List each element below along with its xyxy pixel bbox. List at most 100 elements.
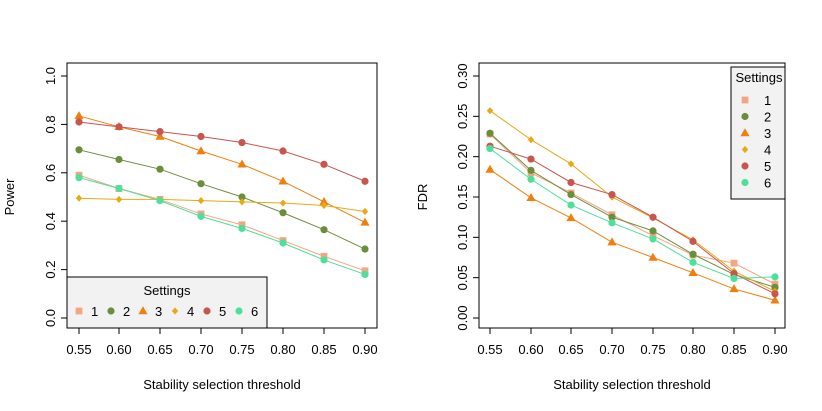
chart1-series-6-point [75,174,83,182]
chart1-x-tick-label: 0.90 [352,342,377,357]
chart1-legend-label: 3 [155,304,162,319]
chart2-legend-marker [741,96,749,104]
chart2-x-tick-label: 0.85 [721,342,746,357]
chart2-series-5-point [527,155,535,163]
chart1-series-2-line [78,149,366,250]
chart2-series-6-point [730,274,738,283]
chart1-series-4-point [279,199,287,207]
chart2-series-6-point [689,258,697,266]
chart2-series-2-point [689,250,697,258]
chart1-x-tick-label: 0.65 [147,342,172,357]
chart2-legend-label: 3 [764,126,771,141]
chart2-legend-label: 5 [764,159,771,174]
chart1-series-6-point [279,239,287,247]
chart1-series-5-line [78,121,366,182]
chart1-series-4-point [75,194,83,202]
chart1-legend-box [66,276,268,329]
chart1-x-tick-label: 0.75 [229,342,254,357]
chart2-series-2-line [489,132,776,288]
chart1-series-3-point [237,159,247,168]
chart1-series-4-point [238,198,246,206]
chart1-series-6-point [361,270,369,279]
chart1-x-tick-label: 0.80 [270,342,295,357]
chart1-series-5-point [238,138,246,147]
chart1-series-3-point [74,111,84,120]
chart1-x-axis-label: Stability selection threshold [143,377,301,392]
chart2-series-3-point [607,237,617,246]
chart2-series-2-point [527,166,535,174]
chart2-series-3-point [526,193,536,202]
chart1-legend-marker [107,307,115,315]
chart2-legend-marker [741,112,749,121]
chart2-series-5-point [689,237,697,245]
chart1-series-5-point [75,118,83,126]
chart1-series-5-point [197,132,205,141]
chart1-legend-label: 5 [219,304,226,319]
chart1-series-6-point [115,184,123,193]
chart2-legend-marker [740,128,750,137]
chart2-legend-label: 1 [764,93,771,108]
chart1-y-axis-label: Power [2,178,17,216]
chart2-x-tick-label: 0.75 [640,342,665,357]
chart1-series-2-point [197,180,205,188]
chart1-legend-label: 1 [91,304,98,319]
chart2-series-6-point [486,145,494,153]
chart1-y-tick-label: 0.6 [43,164,58,182]
chart1-x-tick-label: 0.70 [188,342,213,357]
chart1-y-tick-label: 0.4 [43,212,58,230]
chart1-series-4-point [320,201,328,210]
chart2-legend-marker [741,178,749,187]
chart2-series-6-point [608,219,616,227]
chart1-series-3-point [319,197,329,206]
chart2-series-6-point [649,235,657,243]
chart1-legend-marker [171,307,179,315]
chart1-series-2-point [75,146,83,154]
chart1-series-2-point [320,226,328,234]
chart1-series-6-point [197,212,205,220]
chart1-legend-title: Settings [144,283,191,298]
chart2-series-4-point [486,107,494,115]
chart1-series-2-point [238,193,246,201]
chart2-series-3-point [648,252,658,261]
chart2-legend-label: 2 [764,110,771,125]
chart1-series-4-line [78,197,366,213]
chart1-x-tick-label: 0.85 [311,342,336,357]
chart2-series-6-point [527,175,535,183]
chart1-series-1-point [320,252,328,260]
chart1-series-4-point [197,197,205,205]
chart1-y-tick-label: 0.8 [43,115,58,133]
chart2-series-2-point [771,283,779,291]
chart2-y-tick-label: 0.20 [455,144,470,169]
chart2-y-axis-label: FDR [415,184,430,211]
chart1-series-6-point [156,197,164,205]
chart1-series-1-point [361,267,369,275]
chart2-x-tick-label: 0.65 [558,342,583,357]
chart2-series-3-point [566,213,576,222]
chart1-series-4-point [361,207,369,216]
chart1-y-tick-label: 0.0 [43,309,58,327]
chart1-y-tick-label: 0.2 [43,261,58,279]
chart1-series-6-point [320,256,328,264]
chart1-series-4-point [115,195,123,204]
chart1-series-2-point [279,209,287,217]
chart1-series-6-point [238,224,246,233]
chart1-legend-marker [75,307,83,315]
chart1-series-2-point [156,165,164,173]
chart2-legend-label: 4 [764,143,771,158]
chart1-series-1-point [238,221,246,229]
chart2-series-5-line [489,145,776,295]
chart1-series-3-line [78,115,366,223]
chart1-y-tick-label: 1.0 [43,67,58,85]
chart2-x-tick-label: 0.80 [680,342,705,357]
chart2-series-3-line [489,169,776,301]
chart1-series-3-point [278,176,288,185]
chart2-legend-title: Settings [736,70,783,85]
chart2-series-5-point [771,290,779,298]
chart2-series-5-point [567,178,575,187]
chart2-series-4-point [527,136,535,144]
chart2-series-4-line [489,110,776,292]
chart2-series-3-point [485,164,495,173]
chart2-series-2-point [567,190,575,199]
chart2-y-tick-label: 0.30 [455,63,470,88]
